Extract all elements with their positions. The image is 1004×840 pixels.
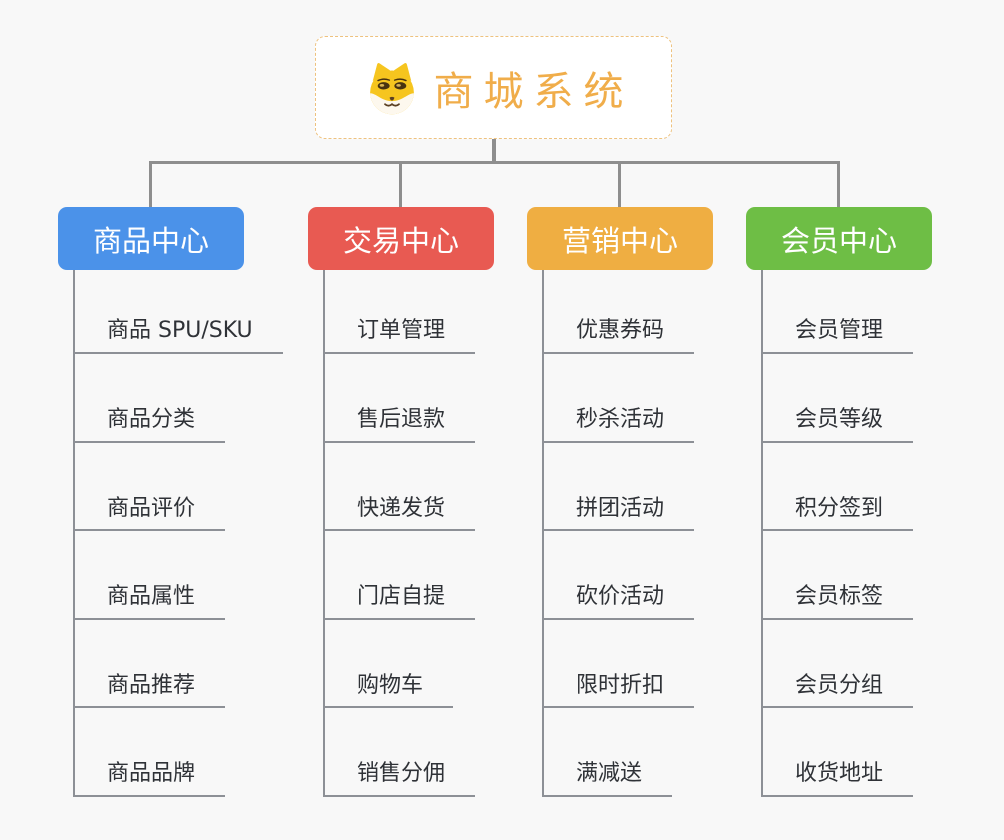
root-node[interactable]: 商城系统 (315, 36, 672, 139)
leaf-label: 优惠券码 (542, 317, 695, 354)
connector-horizontal-bar (149, 161, 840, 164)
leaf-node[interactable]: 销售分佣 (323, 708, 494, 797)
leaf-node[interactable]: 秒杀活动 (542, 354, 713, 443)
leaf-label: 购物车 (323, 672, 454, 709)
leaf-node[interactable]: 会员管理 (761, 270, 932, 354)
leaf-label: 积分签到 (761, 495, 914, 532)
leaf-label: 销售分佣 (323, 760, 476, 797)
leaf-node[interactable]: 商品评价 (73, 443, 244, 532)
branch-node-trade[interactable]: 交易中心 (308, 207, 494, 270)
leaf-label: 订单管理 (323, 317, 476, 354)
leaf-node[interactable]: 优惠券码 (542, 270, 713, 354)
connector-drop-member (837, 161, 840, 207)
leaf-label: 收货地址 (761, 760, 914, 797)
leaf-label: 会员分组 (761, 672, 914, 709)
leaf-node[interactable]: 商品品牌 (73, 708, 244, 797)
connector-drop-trade (399, 161, 402, 207)
connector-drop-marketing (618, 161, 621, 207)
branch-marketing: 营销中心 优惠券码 秒杀活动 拼团活动 砍价活动 限时折扣 满减送 (527, 207, 713, 797)
leaf-node[interactable]: 砍价活动 (542, 531, 713, 620)
leaf-node[interactable]: 购物车 (323, 620, 494, 709)
leaf-label: 会员标签 (761, 583, 914, 620)
leaf-node[interactable]: 门店自提 (323, 531, 494, 620)
leaf-node[interactable]: 会员等级 (761, 354, 932, 443)
leaf-node[interactable]: 售后退款 (323, 354, 494, 443)
leaf-node[interactable]: 会员标签 (761, 531, 932, 620)
leaf-label: 满减送 (542, 760, 673, 797)
leaf-label: 门店自提 (323, 583, 476, 620)
leaf-label: 商品属性 (73, 583, 226, 620)
branch-trade-children: 订单管理 售后退款 快递发货 门店自提 购物车 销售分佣 (323, 270, 494, 797)
branch-member: 会员中心 会员管理 会员等级 积分签到 会员标签 会员分组 收货地址 (746, 207, 932, 797)
leaf-label: 商品分类 (73, 406, 226, 443)
leaf-label: 商品推荐 (73, 672, 226, 709)
leaf-node[interactable]: 收货地址 (761, 708, 932, 797)
leaf-label: 快递发货 (323, 495, 476, 532)
branch-trade: 交易中心 订单管理 售后退款 快递发货 门店自提 购物车 销售分佣 (308, 207, 494, 797)
leaf-node[interactable]: 拼团活动 (542, 443, 713, 532)
branch-node-member[interactable]: 会员中心 (746, 207, 932, 270)
leaf-node[interactable]: 订单管理 (323, 270, 494, 354)
leaf-node[interactable]: 快递发货 (323, 443, 494, 532)
leaf-label: 售后退款 (323, 406, 476, 443)
leaf-label: 秒杀活动 (542, 406, 695, 443)
leaf-label: 商品品牌 (73, 760, 226, 797)
leaf-node[interactable]: 满减送 (542, 708, 713, 797)
root-title: 商城系统 (433, 68, 634, 115)
branch-product-children: 商品 SPU/SKU 商品分类 商品评价 商品属性 商品推荐 商品品牌 (73, 270, 283, 797)
branch-product: 商品中心 商品 SPU/SKU 商品分类 商品评价 商品属性 商品推荐 商品品牌 (58, 207, 283, 797)
branch-marketing-children: 优惠券码 秒杀活动 拼团活动 砍价活动 限时折扣 满减送 (542, 270, 713, 797)
leaf-node[interactable]: 积分签到 (761, 443, 932, 532)
leaf-node[interactable]: 会员分组 (761, 620, 932, 709)
connector-drop-product (149, 161, 152, 207)
leaf-node[interactable]: 限时折扣 (542, 620, 713, 709)
leaf-label: 商品评价 (73, 495, 226, 532)
dog-icon (369, 62, 414, 114)
leaf-node[interactable]: 商品 SPU/SKU (73, 270, 283, 354)
leaf-node[interactable]: 商品属性 (73, 531, 244, 620)
branch-member-children: 会员管理 会员等级 积分签到 会员标签 会员分组 收货地址 (761, 270, 932, 797)
leaf-node[interactable]: 商品推荐 (73, 620, 244, 709)
leaf-label: 会员等级 (761, 406, 914, 443)
branch-node-marketing[interactable]: 营销中心 (527, 207, 713, 270)
leaf-label: 拼团活动 (542, 495, 695, 532)
branch-node-product[interactable]: 商品中心 (58, 207, 244, 270)
leaf-label: 砍价活动 (542, 583, 695, 620)
connector-root-stem (492, 139, 496, 164)
leaf-node[interactable]: 商品分类 (73, 354, 244, 443)
leaf-label: 商品 SPU/SKU (73, 317, 283, 354)
leaf-label: 限时折扣 (542, 672, 695, 709)
leaf-label: 会员管理 (761, 317, 914, 354)
